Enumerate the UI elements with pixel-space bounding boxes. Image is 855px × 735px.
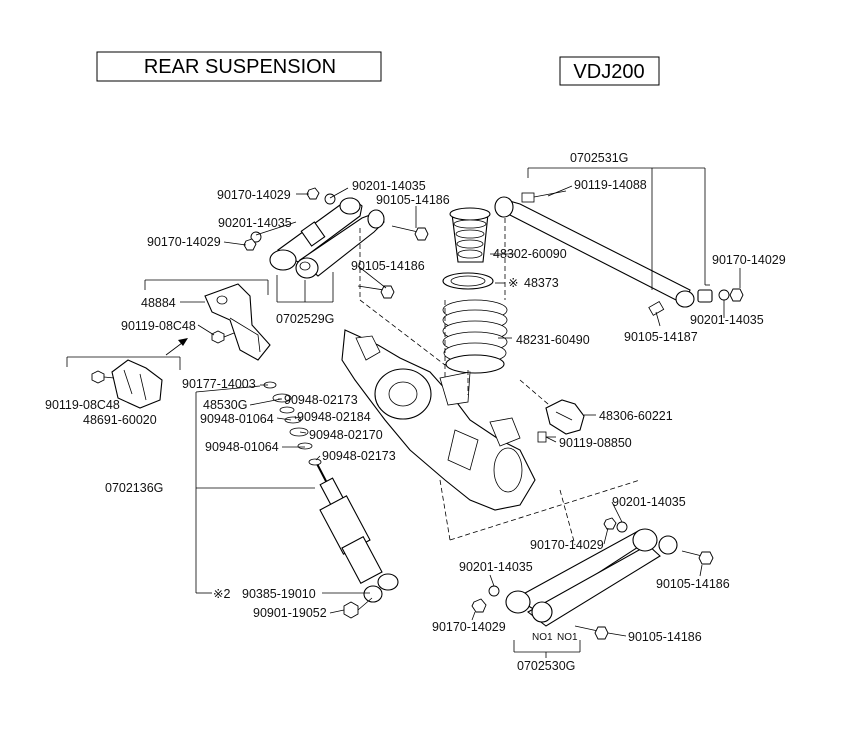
label-0702531g: 0702531G: [570, 151, 628, 165]
spring-insulator: [442, 272, 494, 290]
upper-arm-nuts: [243, 187, 429, 299]
leader-lines: [180, 185, 741, 637]
label-0702529g: 0702529G: [276, 312, 334, 326]
label-90170-14029-b: 90170-14029: [147, 235, 221, 249]
label-90948-02184: 90948-02184: [297, 410, 371, 424]
label-90105-14186-d: 90105-14186: [628, 630, 702, 644]
model-box: VDJ200: [559, 56, 660, 86]
arrow-marker: [165, 338, 188, 356]
label-90948-02173-a: 90948-02173: [284, 393, 358, 407]
label-90948-02170: 90948-02170: [309, 428, 383, 442]
lower-control-arm: [505, 528, 678, 627]
bolt-90119-08c48-left: [91, 370, 115, 384]
axle-housing: [341, 329, 536, 511]
group-bracket-0702530g: [513, 640, 581, 658]
group-bracket-left-bottom: [66, 356, 181, 370]
guide-lines: [359, 218, 641, 546]
part-labels: 0702531G 90170-14029 90201-14035 90105-1…: [45, 151, 786, 673]
label-90105-14186-a: 90105-14186: [376, 193, 450, 207]
label-90119-08850: 90119-08850: [559, 436, 632, 450]
label-48530g: 48530G: [203, 398, 247, 412]
upper-left-control-arm: [269, 197, 385, 279]
label-no1-a: NO1: [532, 632, 553, 643]
coil-spring: [442, 299, 508, 374]
model-code: VDJ200: [573, 61, 644, 83]
label-90170-14029-c: 90170-14029: [712, 253, 786, 267]
label-no1-b: NO1: [557, 632, 578, 643]
label-90948-02173-b: 90948-02173: [322, 449, 396, 463]
label-90105-14187: 90105-14187: [624, 330, 698, 344]
label-90948-01064-a: 90948-01064: [200, 412, 274, 426]
label-ref-2: ※2: [213, 587, 230, 601]
shock-washers-stack: [263, 381, 322, 466]
label-90201-14035-d: 90201-14035: [612, 495, 686, 509]
label-ref-mark: ※: [508, 276, 518, 290]
group-bracket-0702531g: [527, 167, 710, 290]
group-bracket-shock: [195, 385, 315, 594]
stabilizer-bracket: [111, 359, 163, 409]
label-48302-60090: 48302-60090: [493, 247, 567, 261]
label-90201-14035-a: 90201-14035: [352, 179, 426, 193]
label-90201-14035-c: 90201-14035: [690, 313, 764, 327]
label-48373: 48373: [524, 276, 559, 290]
label-90201-14035-b: 90201-14035: [218, 216, 292, 230]
shock-absorber: [314, 459, 399, 603]
label-90119-08c48-a: 90119-08C48: [121, 319, 196, 333]
label-90105-14186-c: 90105-14186: [656, 577, 730, 591]
group-bracket-48884: [144, 279, 269, 295]
bracket-48306: [545, 399, 585, 435]
label-0702136g: 0702136G: [105, 481, 163, 495]
label-90119-14088: 90119-14088: [574, 178, 647, 192]
label-48691-60020: 48691-60020: [83, 413, 157, 427]
label-48231-60490: 48231-60490: [516, 333, 590, 347]
label-48306-60221: 48306-60221: [599, 409, 673, 423]
label-90119-08c48-b: 90119-08C48: [45, 398, 120, 412]
lower-arm-bolts: [471, 517, 714, 640]
lateral-rod-bracket: [204, 283, 271, 361]
label-90201-14035-e: 90201-14035: [459, 560, 533, 574]
group-bracket-0702529g: [276, 272, 334, 303]
label-0702530g: 0702530G: [517, 659, 575, 673]
title-box: REAR SUSPENSION: [96, 51, 382, 82]
label-90385-19010: 90385-19010: [242, 587, 316, 601]
label-90170-14029-a: 90170-14029: [217, 188, 291, 202]
bolt-90119-08c48-bracket: [211, 330, 235, 344]
label-48884: 48884: [141, 296, 176, 310]
label-90948-01064-b: 90948-01064: [205, 440, 279, 454]
bump-stopper: [449, 207, 491, 263]
label-90105-14186-b: 90105-14186: [351, 259, 425, 273]
shock-lower-bolt: [343, 597, 373, 619]
label-90170-14029-e: 90170-14029: [432, 620, 506, 634]
label-90901-19052: 90901-19052: [253, 606, 327, 620]
label-90177-14003: 90177-14003: [182, 377, 256, 391]
label-90170-14029-d: 90170-14029: [530, 538, 604, 552]
diagram-title: REAR SUSPENSION: [144, 56, 336, 78]
